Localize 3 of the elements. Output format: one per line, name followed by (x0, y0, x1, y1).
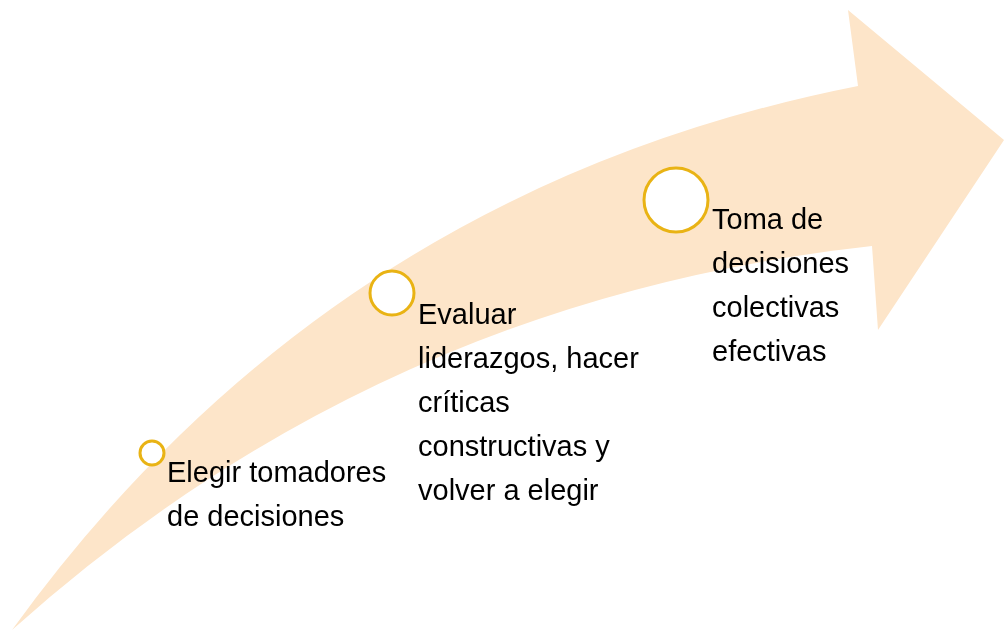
step-label: Evaluar liderazgos, hacer críticas constructivas y volver a elegir (418, 297, 640, 508)
step-label: Toma de decisiones colectivas efectivas (712, 202, 851, 369)
step-label: Elegir tomadores de decisiones (167, 455, 388, 534)
